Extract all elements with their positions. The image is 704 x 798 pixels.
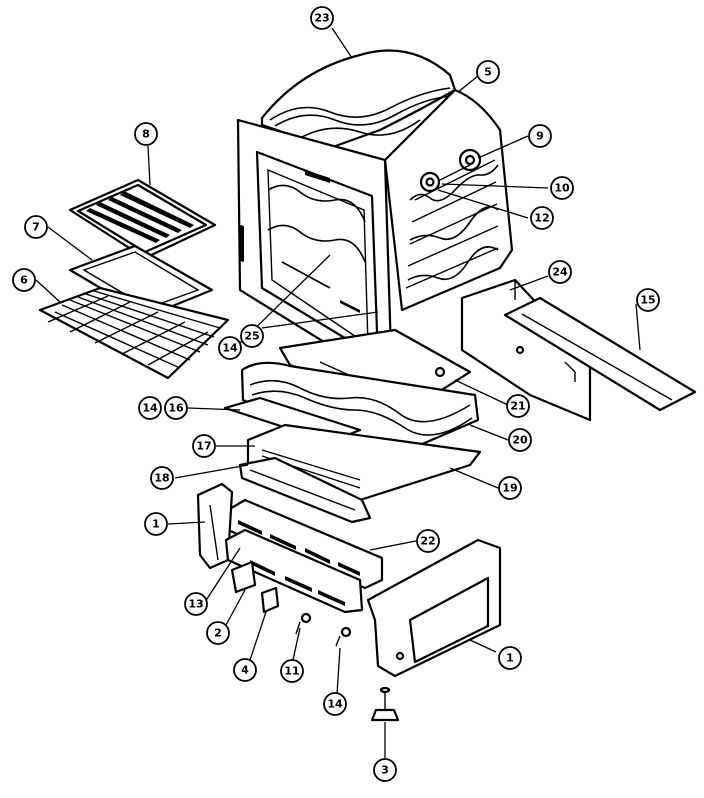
screw-part-2 xyxy=(335,626,352,647)
callout-19: 19 xyxy=(498,476,522,500)
callout-1-right: 1 xyxy=(498,646,522,670)
callout-20: 20 xyxy=(508,428,532,452)
svg-text:9: 9 xyxy=(536,130,544,143)
oven-cavity xyxy=(236,88,514,386)
callout-17: 17 xyxy=(192,434,216,458)
broiler-drawer xyxy=(238,423,482,524)
svg-text:1: 1 xyxy=(152,518,160,531)
callout-14-bottom: 14 xyxy=(323,692,347,716)
svg-text:14: 14 xyxy=(327,698,343,711)
oven-light-fittings xyxy=(419,148,482,193)
svg-text:8: 8 xyxy=(142,128,150,141)
svg-text:11: 11 xyxy=(284,665,299,678)
svg-text:2: 2 xyxy=(214,627,222,640)
svg-text:25: 25 xyxy=(244,330,259,343)
svg-text:3: 3 xyxy=(381,764,389,777)
callout-6: 6 xyxy=(12,268,36,292)
callout-15-top: 15 xyxy=(636,288,660,312)
svg-text:20: 20 xyxy=(512,434,528,447)
leveling-leg xyxy=(370,686,400,722)
callout-24: 24 xyxy=(548,260,572,284)
oven-rack xyxy=(38,286,230,380)
top-rail xyxy=(503,296,697,412)
callouts: 23 5 8 9 10 12 7 6 24 15 14 25 21 14 16 … xyxy=(12,6,660,782)
callout-12: 12 xyxy=(530,206,554,230)
callout-18: 18 xyxy=(150,466,174,490)
svg-text:13: 13 xyxy=(188,598,203,611)
bottom-insulation xyxy=(240,361,480,462)
svg-text:12: 12 xyxy=(534,212,549,225)
callout-3: 3 xyxy=(373,758,397,782)
svg-text:7: 7 xyxy=(32,221,40,234)
callout-4: 4 xyxy=(233,658,257,682)
callout-8: 8 xyxy=(134,122,158,146)
screw-part xyxy=(295,612,312,635)
callout-10: 10 xyxy=(550,176,574,200)
svg-text:17: 17 xyxy=(196,440,211,453)
callout-13: 13 xyxy=(184,592,208,616)
clip-part xyxy=(260,586,280,614)
callout-7: 7 xyxy=(24,215,48,239)
callout-16: 16 xyxy=(164,396,188,420)
svg-text:1: 1 xyxy=(506,652,514,665)
callout-9: 9 xyxy=(528,124,552,148)
svg-text:14: 14 xyxy=(142,402,158,415)
callout-11: 11 xyxy=(280,659,304,683)
callout-21: 21 xyxy=(506,394,530,418)
bracket xyxy=(230,560,257,594)
callout-22: 22 xyxy=(416,529,440,553)
svg-text:15: 15 xyxy=(640,294,655,307)
lower-panel xyxy=(224,528,364,614)
callout-14-top: 14 xyxy=(218,336,242,360)
callout-5: 5 xyxy=(476,60,500,84)
svg-text:14: 14 xyxy=(222,342,238,355)
leader-lines xyxy=(35,27,641,758)
callout-14-mid: 14 xyxy=(138,396,162,420)
svg-text:24: 24 xyxy=(552,266,568,279)
svg-text:5: 5 xyxy=(484,66,492,79)
svg-text:16: 16 xyxy=(168,402,184,415)
callout-1-left: 1 xyxy=(144,512,168,536)
broil-pan-grid xyxy=(68,178,217,260)
side-panel xyxy=(460,278,592,422)
oven-insulation-top xyxy=(260,49,457,150)
svg-text:18: 18 xyxy=(154,472,169,485)
callout-23: 23 xyxy=(310,6,334,30)
svg-text:4: 4 xyxy=(241,664,249,677)
svg-text:10: 10 xyxy=(554,182,570,195)
svg-text:21: 21 xyxy=(510,400,525,413)
callout-2: 2 xyxy=(206,621,230,645)
svg-text:22: 22 xyxy=(420,535,435,548)
svg-text:23: 23 xyxy=(314,12,329,25)
callout-25: 25 xyxy=(240,324,264,348)
svg-text:19: 19 xyxy=(502,482,517,495)
right-base-panel xyxy=(366,538,502,678)
svg-text:6: 6 xyxy=(20,274,28,287)
